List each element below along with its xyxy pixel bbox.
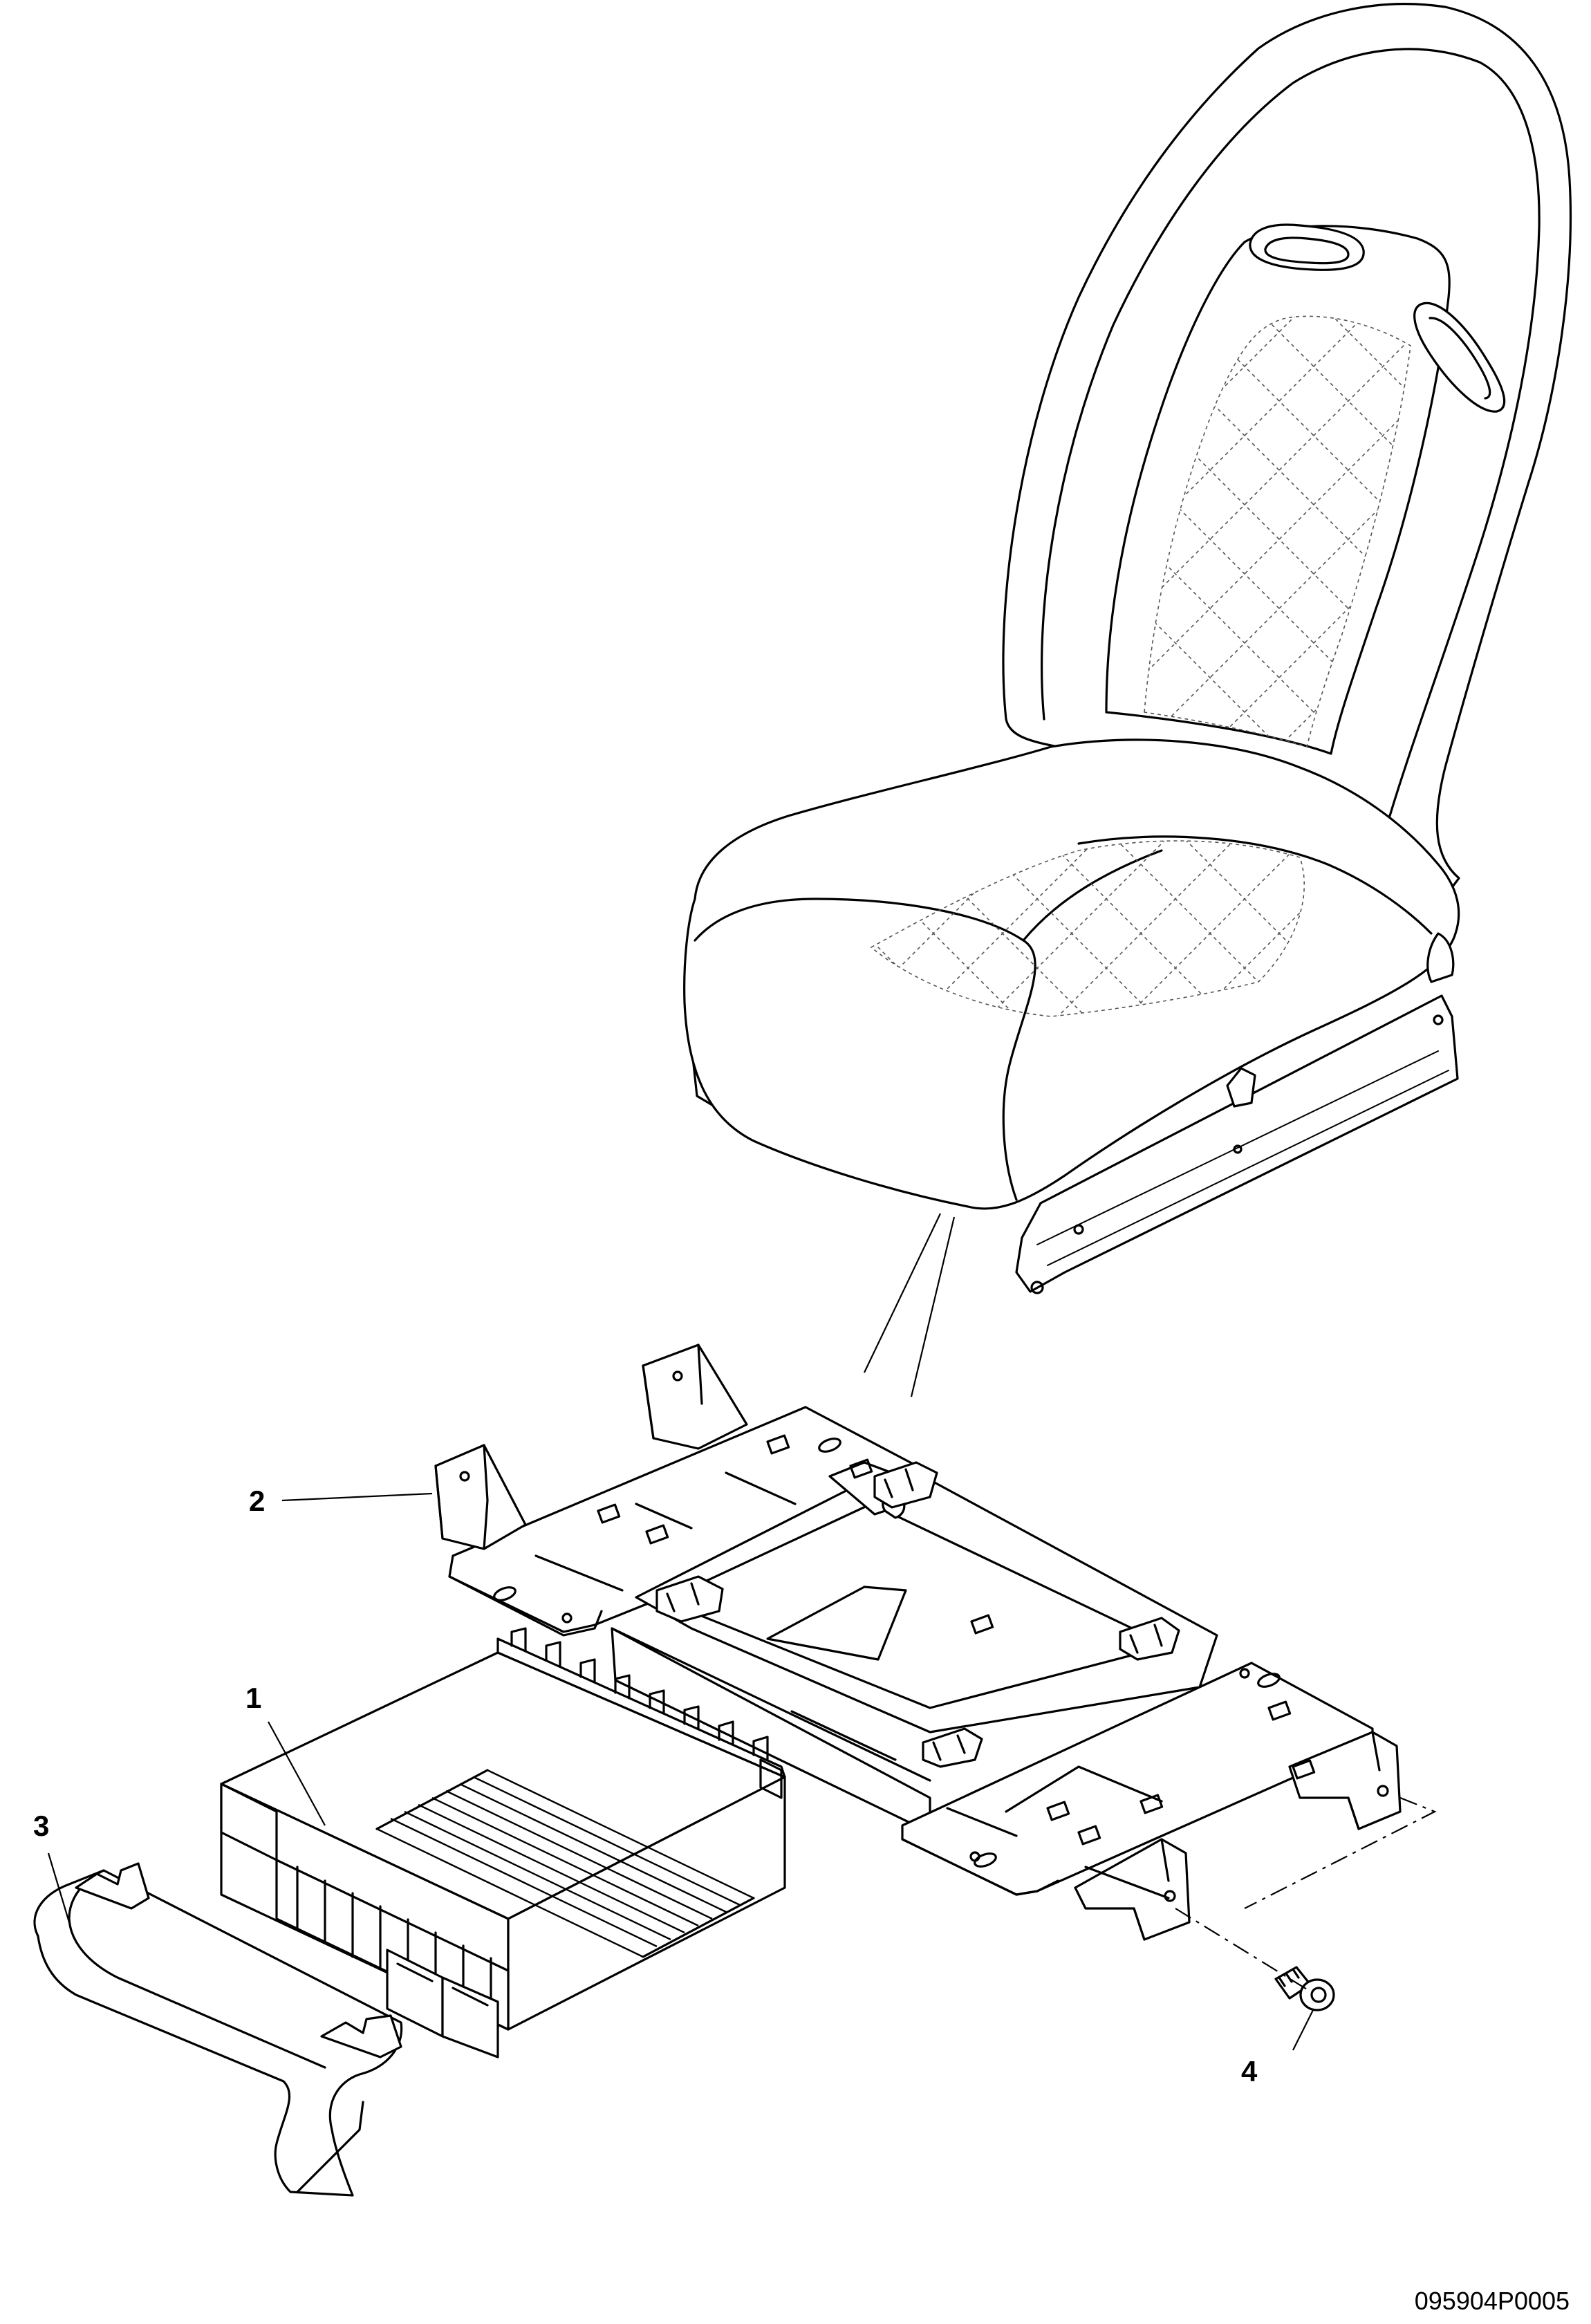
seat-control-module <box>220 1627 786 2058</box>
seat-runner-rail <box>1015 994 1459 1293</box>
callout-part-2: 2 <box>249 1485 265 1517</box>
seat-cushion <box>683 738 1460 1210</box>
leader-part-2 <box>281 1492 433 1502</box>
leader-part-1 <box>268 1721 326 1826</box>
assembly-arrow <box>864 1213 956 1397</box>
frame-front-bracket-left <box>1074 1838 1191 1941</box>
frame-front-bracket-right <box>1288 1731 1402 1830</box>
harness-slot-right <box>1413 301 1506 413</box>
seat-illustration <box>683 3 1572 1294</box>
drawing-reference-number: 095904P0005 <box>1415 2287 1570 2315</box>
module-cover <box>33 1862 403 2197</box>
callout-part-4: 4 <box>1241 2055 1258 2088</box>
module-connector-pins <box>496 1627 786 1778</box>
heatsink-fins <box>376 1769 754 1958</box>
leader-part-3 <box>47 1852 71 1923</box>
seat-mounting-frame <box>434 1344 1402 1941</box>
bolt-axis-line <box>1175 1796 1437 1992</box>
cover-clip-front <box>320 2014 402 2058</box>
cover-clip-rear <box>75 1862 150 1910</box>
leader-part-4 <box>1292 2008 1314 2051</box>
callout-part-3: 3 <box>33 1810 49 1842</box>
callout-part-1: 1 <box>245 1682 261 1714</box>
